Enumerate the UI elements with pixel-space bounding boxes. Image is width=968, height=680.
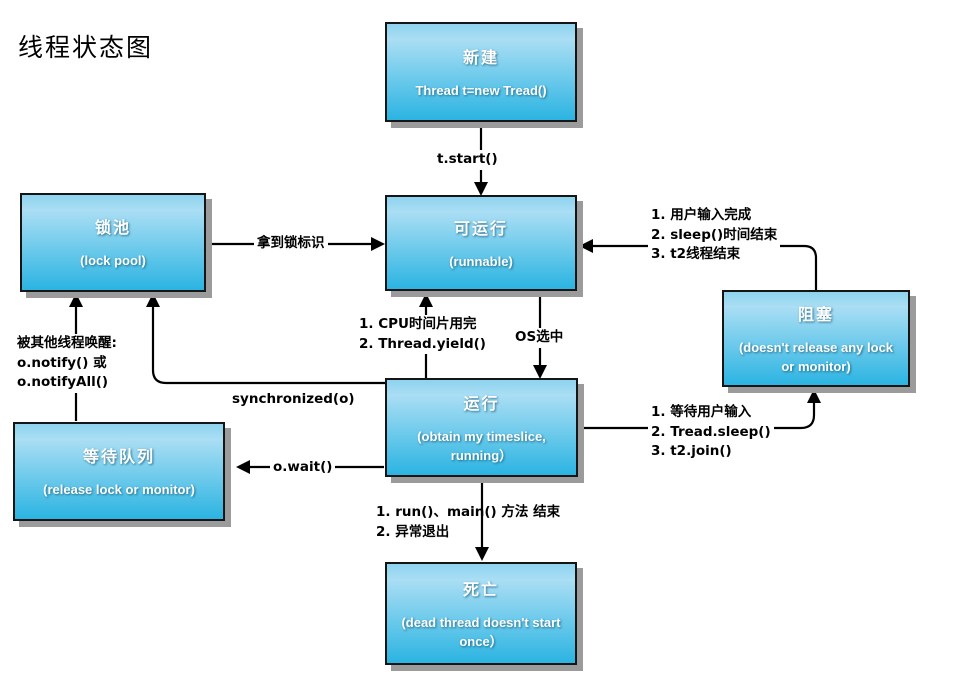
node-subtitle: (release lock or monitor) — [43, 482, 195, 498]
edge-label-synchronized: synchronized(o) — [232, 391, 355, 407]
edge-blocked-runnable — [591, 244, 818, 290]
node-runnable-state: 可运行 (runnable) — [385, 195, 577, 291]
arrowhead-down-icon — [475, 547, 489, 561]
node-blocked-state: 阻塞 (doesn't release any lock or monitor) — [722, 290, 910, 387]
edge-label-o-wait: o.wait() — [270, 458, 336, 478]
node-new-state: 新建 Thread t=new Tread() — [385, 22, 577, 122]
edge-running-blocked — [578, 402, 816, 430]
arrowhead-down-icon — [474, 182, 488, 196]
node-running-state: 运行 (obtain my timeslice, running） — [385, 378, 578, 477]
arrowhead-up-icon — [807, 389, 821, 403]
arrowhead-left-icon — [579, 239, 593, 253]
node-title: 运行 — [463, 396, 500, 414]
arrowhead-right-icon — [371, 237, 385, 251]
node-title: 新建 — [462, 49, 499, 67]
node-subtitle: (runnable) — [449, 253, 513, 269]
edge-label-die: 1. run()、main() 方法 结束 2. 异常退出 — [376, 504, 561, 540]
page-title: 线程状态图 — [18, 35, 154, 62]
edge-label-wakeup: 被其他线程唤醒: o.notify() 或 o.notifyAll() — [14, 334, 120, 393]
edge-label-os-select: OS选中 — [512, 328, 567, 348]
node-subtitle: (obtain my timeslice, running） — [417, 429, 546, 463]
arrowhead-up-icon — [69, 293, 83, 307]
edge-label-unblock: 1. 用户输入完成 2. sleep()时间结束 3. t2线程结束 — [648, 206, 781, 265]
node-title: 锁池 — [94, 220, 131, 238]
node-subtitle: (dead thread doesn't start once） — [401, 615, 561, 649]
node-title: 阻塞 — [797, 307, 834, 325]
arrowhead-up-icon — [146, 293, 160, 307]
arrowhead-left-icon — [236, 460, 250, 474]
edge-label-block: 1. 等待用户输入 2. Tread.sleep() 3. t2.join() — [648, 403, 774, 462]
node-dead-state: 死亡 (dead thread doesn't start once） — [385, 562, 577, 665]
node-title: 死亡 — [462, 582, 499, 600]
node-lock-pool: 锁池 (lock pool) — [20, 193, 206, 292]
node-title: 可运行 — [453, 220, 508, 238]
node-subtitle: Thread t=new Tread() — [415, 82, 547, 98]
arrowhead-down-icon — [533, 365, 547, 379]
node-title: 等待队列 — [82, 449, 155, 467]
arrowhead-up-icon — [419, 293, 433, 307]
edge-label-t-start: t.start() — [434, 150, 501, 170]
edge-label-yield: 1. CPU时间片用完 2. Thread.yield() — [356, 315, 489, 355]
node-subtitle: (doesn't release any lock or monitor) — [738, 340, 894, 374]
node-subtitle: (lock pool) — [80, 253, 146, 269]
edge-label-get-lock: 拿到锁标识 — [254, 234, 328, 254]
edge-running-lockpool — [151, 306, 385, 385]
node-wait-queue: 等待队列 (release lock or monitor) — [13, 422, 225, 521]
